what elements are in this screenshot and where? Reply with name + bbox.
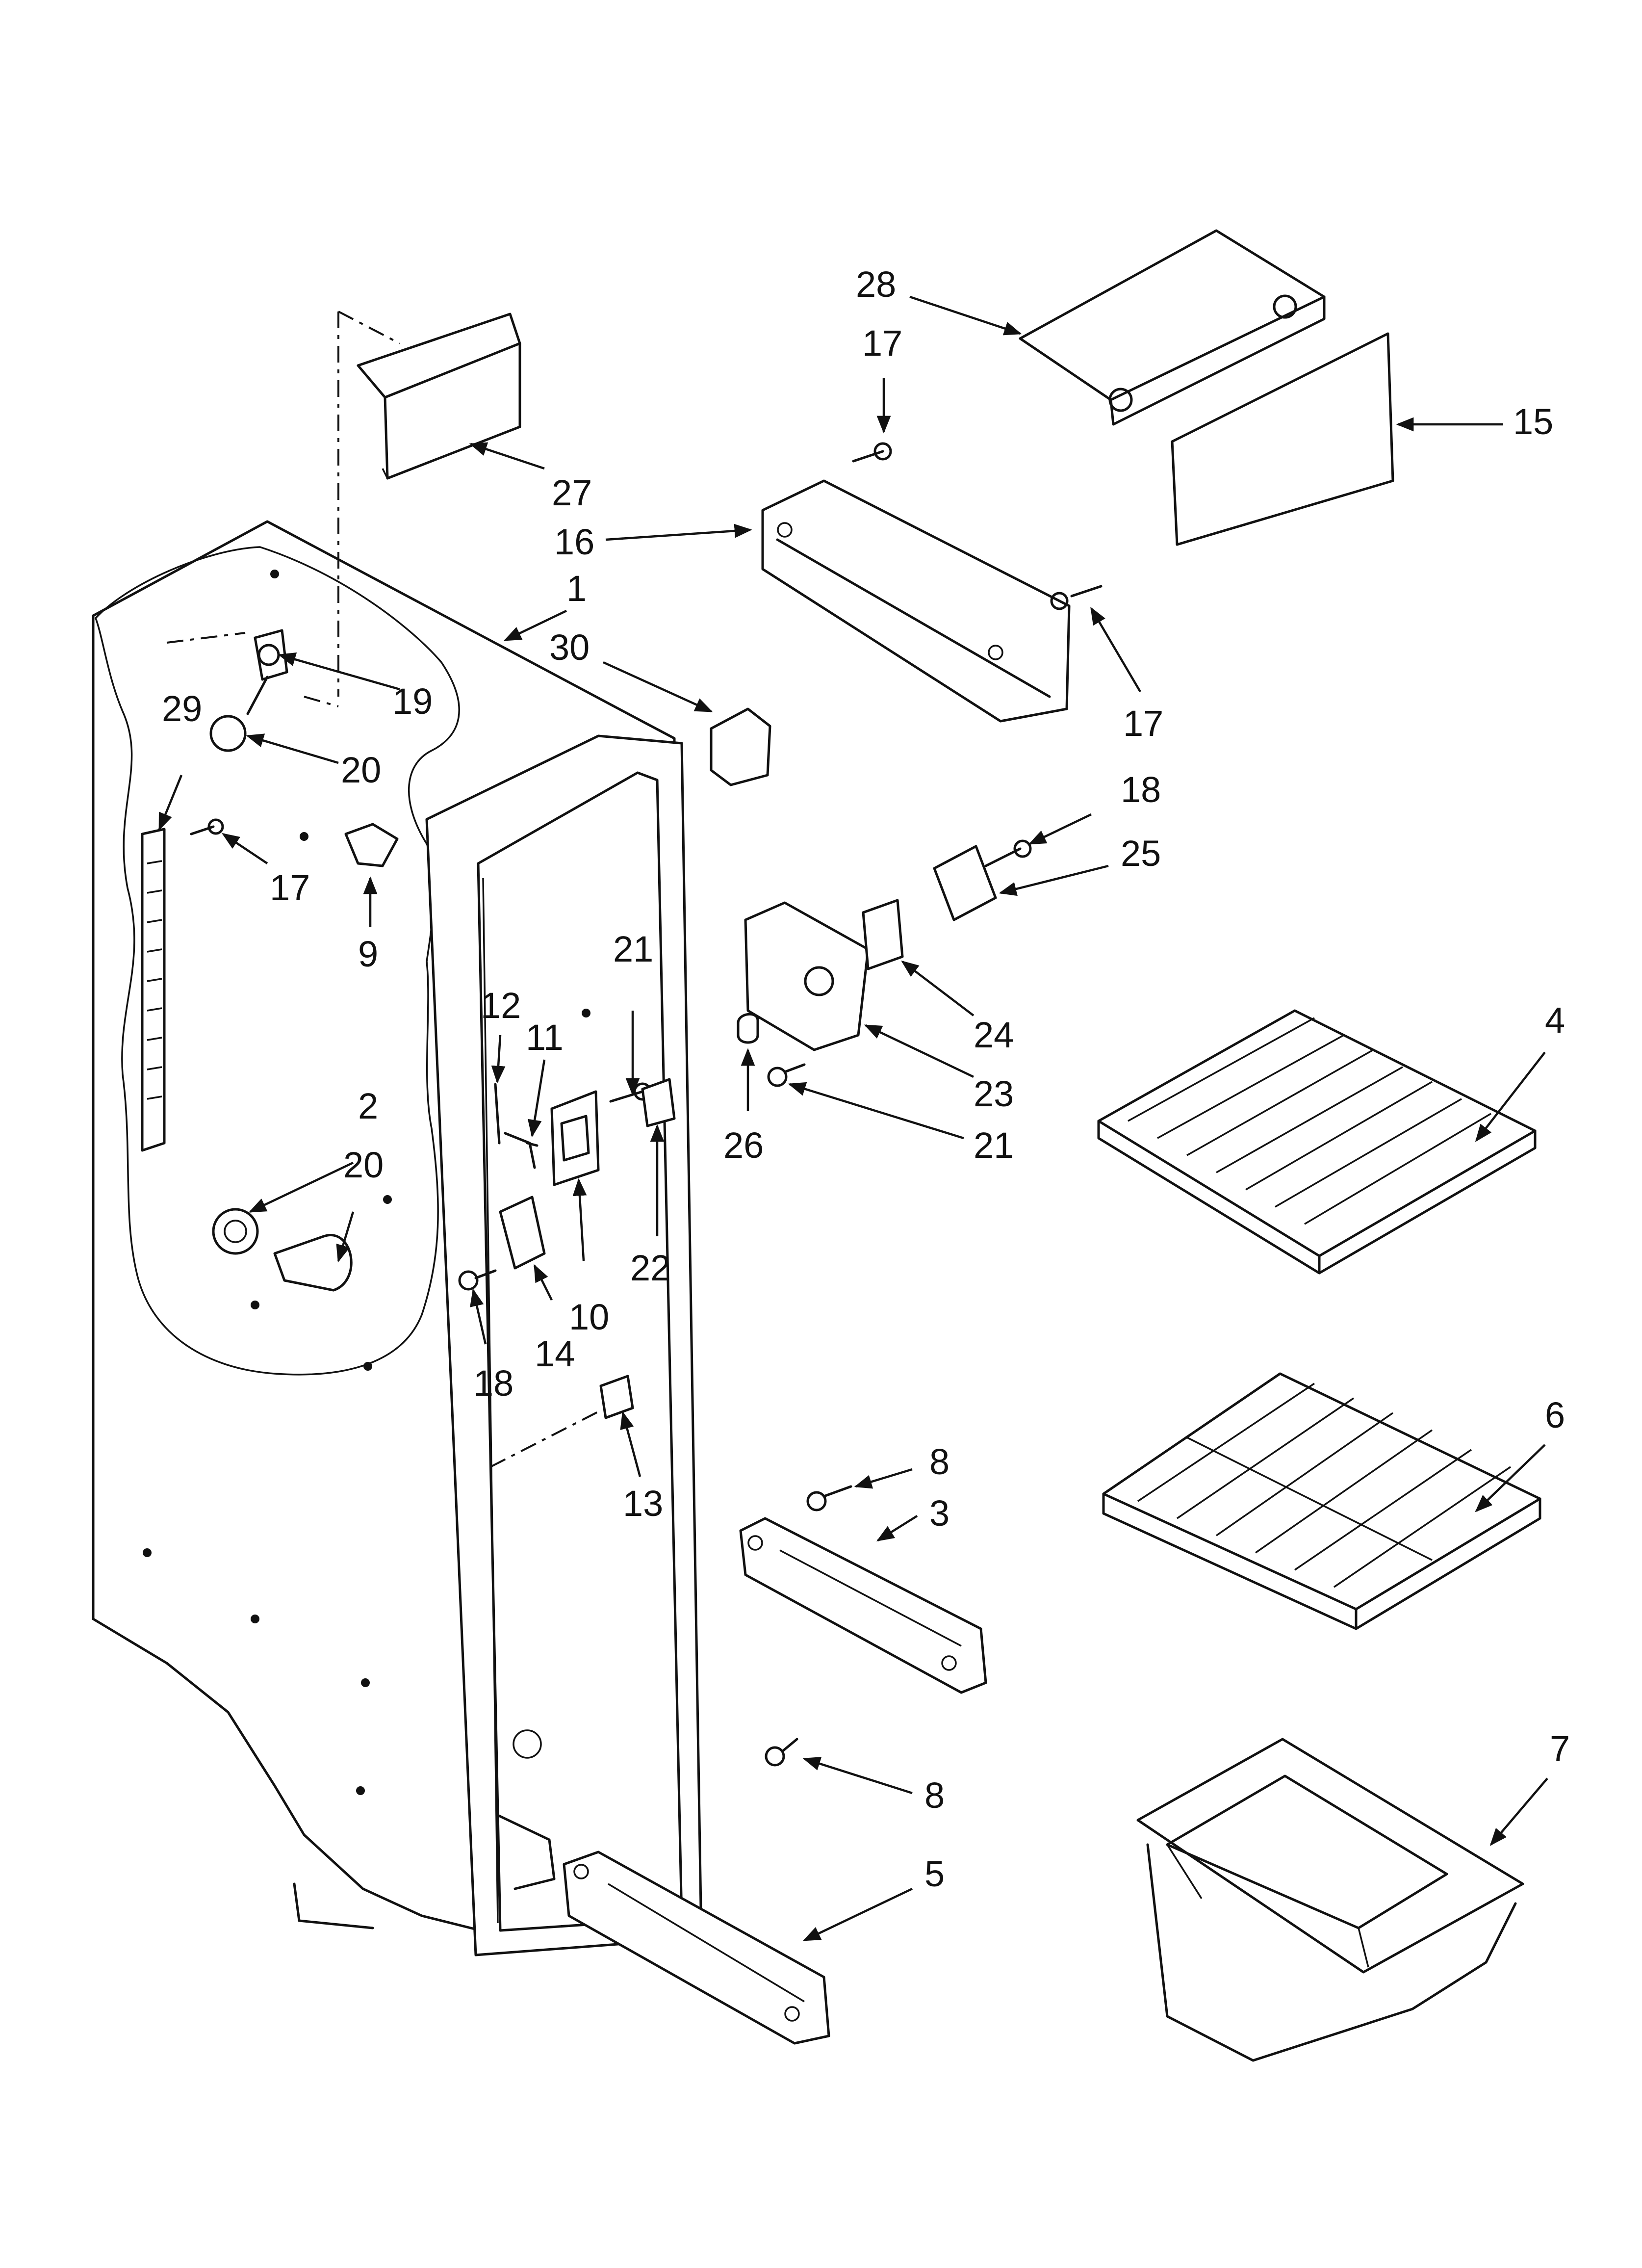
callout-16: 16 [554, 521, 594, 562]
part-30-bracket [710, 707, 771, 786]
part-18-screw-right [984, 839, 1032, 867]
part-9-clip [344, 823, 399, 867]
callout-26: 26 [723, 1125, 764, 1166]
callout-18-right: 18 [1121, 769, 1161, 810]
socket-dash [166, 632, 339, 707]
callout-24: 24 [974, 1015, 1014, 1055]
part-7-bin [1136, 1738, 1524, 2062]
callout-10: 10 [569, 1297, 609, 1337]
part-20-light-bulb-top [209, 676, 269, 752]
part-13-switch [490, 1375, 634, 1468]
callout-25: 25 [1121, 833, 1161, 874]
assembly-dash-line [337, 311, 400, 697]
callout-20-top: 20 [341, 750, 381, 790]
part-17-screw-top [852, 442, 892, 463]
part-23-switch-housing [744, 901, 870, 1051]
callout-21-center: 21 [613, 929, 653, 969]
callout-3: 3 [929, 1493, 949, 1534]
part-6-wire-shelf [1102, 1372, 1541, 1630]
part-17-screw-right [1050, 585, 1103, 610]
part-18-screw-center [458, 1269, 497, 1291]
callout-7: 7 [1550, 1728, 1570, 1769]
callout-2: 2 [358, 1086, 378, 1126]
part-5-rail [563, 1851, 830, 2045]
callout-6: 6 [1545, 1395, 1565, 1435]
callout-14: 14 [535, 1333, 575, 1374]
callout-29: 29 [162, 688, 202, 729]
callout-17-left: 17 [270, 867, 310, 908]
leader-lines [158, 295, 1548, 1942]
callout-21-right: 21 [974, 1125, 1014, 1166]
callout-13: 13 [623, 1483, 663, 1524]
part-26-plunger [737, 1013, 759, 1044]
callout-23: 23 [974, 1073, 1014, 1114]
part-8-screw-upper [806, 1485, 852, 1512]
callout-4: 4 [1545, 1000, 1565, 1041]
callout-30: 30 [549, 627, 590, 668]
part-2-socket [212, 1208, 259, 1255]
part-27-cover [357, 313, 521, 480]
part-28-hinge-cover [1019, 229, 1326, 426]
callout-11: 11 [526, 1017, 564, 1058]
callout-17-right: 17 [1123, 703, 1163, 744]
callout-labels: 28 17 15 27 16 1 30 17 19 20 29 17 9 18 … [162, 264, 1570, 1894]
callout-8-lower: 8 [924, 1775, 945, 1816]
callout-19: 19 [392, 681, 433, 722]
callout-18-center: 18 [473, 1363, 513, 1404]
part-22-bracket [641, 1078, 676, 1127]
callout-12: 12 [481, 985, 521, 1026]
part-29-rail [141, 828, 166, 1152]
part-3-rail [739, 1517, 987, 1694]
callout-28: 28 [856, 264, 896, 305]
cabinet-liner [92, 520, 703, 1956]
callout-9: 9 [358, 934, 378, 974]
part-4-glass-shelf [1097, 1009, 1537, 1275]
part-21-screw-right [767, 1063, 806, 1087]
callout-17-top: 17 [862, 323, 902, 364]
callout-20-bottom: 20 [343, 1145, 384, 1185]
callout-15: 15 [1513, 401, 1553, 442]
callout-27: 27 [552, 472, 592, 513]
part-17-screw-left [190, 818, 224, 835]
part-20-light-bulb-bottom [273, 1234, 353, 1292]
part-10-switch-housing [550, 1090, 600, 1186]
part-24-plate [862, 899, 904, 970]
part-8-screw-lower [765, 1738, 798, 1767]
part-16-housing [761, 479, 1071, 723]
callout-8-upper: 8 [929, 1441, 949, 1482]
callout-1: 1 [566, 568, 587, 609]
part-12-pin [494, 1083, 501, 1145]
part-11-spring [504, 1132, 539, 1169]
callout-22: 22 [630, 1248, 670, 1288]
part-25-board [933, 845, 997, 921]
part-14-board [499, 1196, 546, 1270]
callout-5: 5 [924, 1853, 945, 1894]
part-15-cover [1171, 332, 1394, 546]
